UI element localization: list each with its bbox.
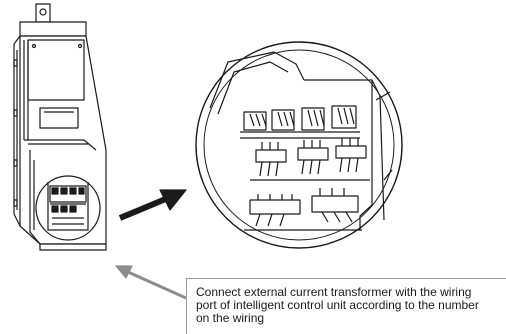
terminal-row-middle [250, 138, 370, 181]
terminal-row-bottom [244, 188, 362, 231]
connector-zoom-circle-small [35, 175, 101, 241]
instruction-text: Connect external current transformer wit… [196, 285, 479, 325]
terminal-row-top [240, 105, 360, 139]
connector-zoom-circle-large [195, 41, 403, 249]
instruction-callout: Connect external current transformer wit… [186, 278, 506, 334]
arrow-right-icon [118, 189, 187, 221]
arrow-up-left-icon [115, 265, 187, 300]
